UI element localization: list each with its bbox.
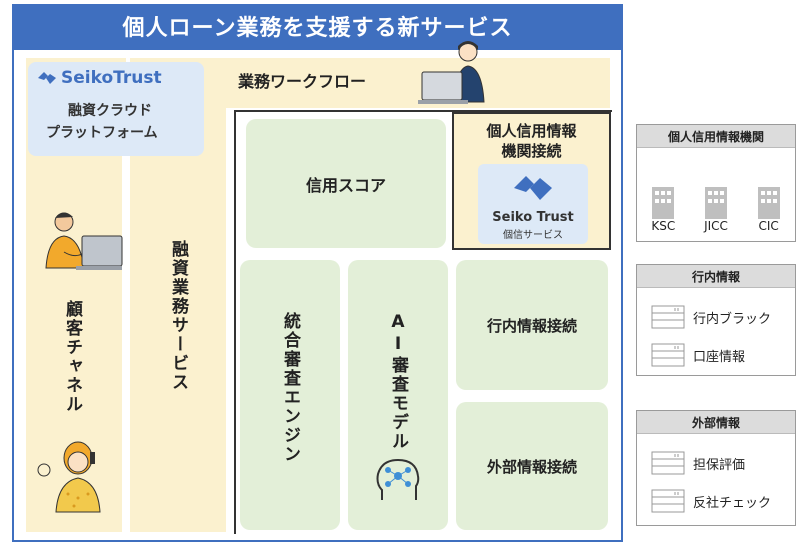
seikotrust-logo-icon <box>38 72 56 84</box>
staff-laptop-illustration <box>418 41 485 104</box>
financing-service-column <box>130 108 226 532</box>
building-icon <box>652 187 675 219</box>
workflow-band <box>130 58 610 108</box>
bureau-label: JICC <box>704 219 728 233</box>
internal-connect-box: 行内情報接続 <box>456 260 608 390</box>
building-icon <box>757 187 780 219</box>
credit-score-box: 信用スコア <box>246 119 446 248</box>
brand-subtitle-2: プラットフォーム <box>46 125 158 141</box>
ai-model-label: AI審査モデル <box>388 312 408 451</box>
credit-bureau-connect-box: 個人信用情報 機関接続 Seiko Trust 個信サービス <box>452 112 611 250</box>
brand-subtitle-1: 融資クラウド <box>68 103 152 119</box>
seikotrust-kojin-logo: Seiko Trust 個信サービス <box>478 164 588 244</box>
bureau-ksc: KSC <box>643 185 683 233</box>
integrated-engine-label: 統合審査エンジン <box>280 312 300 464</box>
page-title: 個人ローン業務を支援する新サービス <box>12 4 623 48</box>
database-icon <box>651 305 685 329</box>
bureau-cic: CIC <box>749 185 789 233</box>
kojin-logo-name: Seiko Trust <box>492 210 574 225</box>
internal-info-item: 口座情報 <box>637 336 795 374</box>
bureau-label: CIC <box>758 219 779 233</box>
external-info-panel: 外部情報 担保評価 反社チェック <box>636 410 796 526</box>
external-connect-label: 外部情報接続 <box>486 457 577 476</box>
customer-laptop-illustration <box>45 212 123 270</box>
credit-bureau-label-2: 機関接続 <box>501 142 562 160</box>
integrated-engine-box: 統合審査エンジン <box>240 260 340 530</box>
customer-phone-illustration <box>37 441 101 513</box>
financing-service-label: 融資業務サービス <box>168 240 188 392</box>
credit-bureaus-panel: 個人信用情報機関 KSC JICC CIC <box>636 124 796 242</box>
external-info-label: 反社チェック <box>693 495 772 511</box>
external-info-label: 担保評価 <box>693 457 746 473</box>
kojin-logo-sub: 個信サービス <box>503 230 563 241</box>
bureau-jicc: JICC <box>696 185 736 233</box>
bureau-label: KSC <box>651 219 676 233</box>
workflow-label: 業務ワークフロー <box>238 72 367 91</box>
ai-model-box: AI審査モデル <box>348 260 448 530</box>
internal-info-panel: 行内情報 行内ブラック 口座情報 <box>636 264 796 376</box>
database-icon <box>651 451 685 475</box>
ai-head-icon <box>376 458 420 500</box>
credit-bureau-label-1: 個人信用情報 <box>486 122 577 140</box>
internal-info-item: 行内ブラック <box>637 298 795 336</box>
internal-info-label: 口座情報 <box>693 349 746 365</box>
external-info-title: 外部情報 <box>637 411 795 433</box>
credit-score-label: 信用スコア <box>305 175 386 195</box>
external-connect-box: 外部情報接続 <box>456 402 608 530</box>
building-icon <box>704 187 727 219</box>
database-icon <box>651 489 685 513</box>
database-icon <box>651 343 685 367</box>
internal-connect-label: 行内情報接続 <box>486 316 577 335</box>
external-info-item: 反社チェック <box>637 482 795 520</box>
internal-info-title: 行内情報 <box>637 265 795 287</box>
brand-box: SeikoTrust 融資クラウド プラットフォーム <box>28 62 204 156</box>
internal-info-label: 行内ブラック <box>693 311 772 327</box>
external-info-item: 担保評価 <box>637 444 795 482</box>
brand-name: SeikoTrust <box>61 68 162 88</box>
seikotrust-large-logo-icon <box>514 176 552 200</box>
core-area <box>234 110 612 534</box>
credit-bureaus-title: 個人信用情報機関 <box>637 125 795 147</box>
customer-channel-label: 顧客チャネル <box>62 300 82 414</box>
